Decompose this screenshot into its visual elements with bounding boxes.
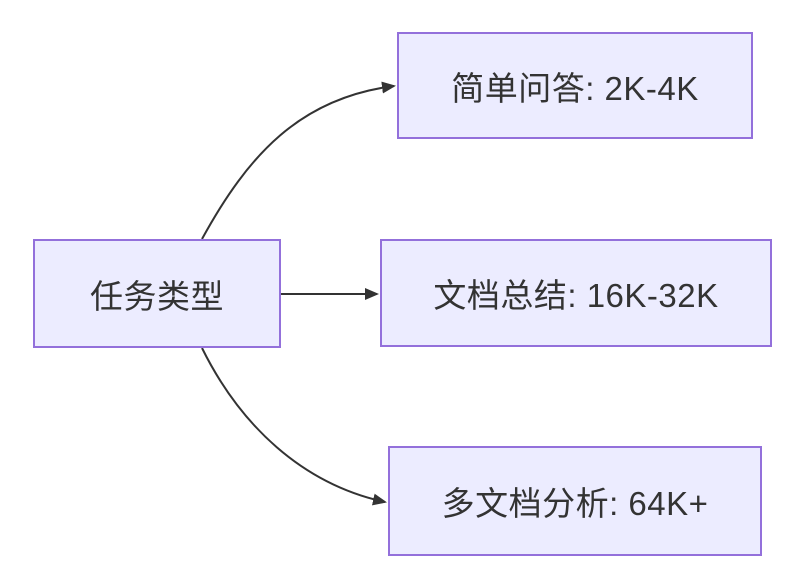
node-doc-summary-label: 文档总结: 16K-32K bbox=[433, 277, 719, 314]
node-task-type-label: 任务类型 bbox=[90, 277, 224, 315]
node-doc-summary: 文档总结: 16K-32K bbox=[380, 239, 772, 347]
node-task-type: 任务类型 bbox=[33, 239, 281, 348]
node-multi-doc-analysis-label: 多文档分析: 64K+ bbox=[441, 485, 709, 522]
node-multi-doc-analysis: 多文档分析: 64K+ bbox=[388, 446, 762, 556]
node-simple-qa: 简单问答: 2K-4K bbox=[397, 32, 753, 139]
edge-root-to-multi-doc-analysis bbox=[201, 347, 387, 506]
node-simple-qa-label: 简单问答: 2K-4K bbox=[451, 69, 699, 107]
edge-root-to-simple-qa bbox=[201, 81, 396, 240]
